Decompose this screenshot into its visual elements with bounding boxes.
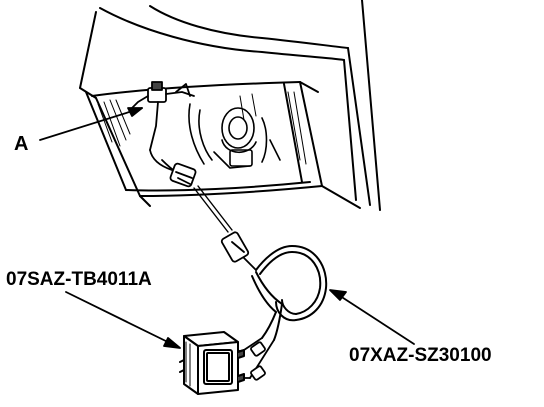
component-a-label: A: [14, 133, 29, 155]
harness-connector: [161, 159, 197, 188]
connection-line: [193, 185, 233, 233]
glovebox-shading: [97, 91, 307, 165]
inline-connector: [220, 231, 257, 271]
arrow-tool: [65, 291, 181, 349]
arrow-cable: [329, 289, 415, 345]
tool-box: [179, 331, 245, 395]
dashboard-outline: [79, 0, 381, 211]
arrow-a: [39, 107, 143, 141]
connector-a: [129, 81, 195, 171]
cable-coil: [251, 245, 328, 341]
tool-part-number-label: 07SAZ-TB4011A: [6, 269, 152, 290]
cable-part-number-label: 07XAZ-SZ30100: [349, 345, 492, 366]
interior-components: [188, 103, 281, 169]
